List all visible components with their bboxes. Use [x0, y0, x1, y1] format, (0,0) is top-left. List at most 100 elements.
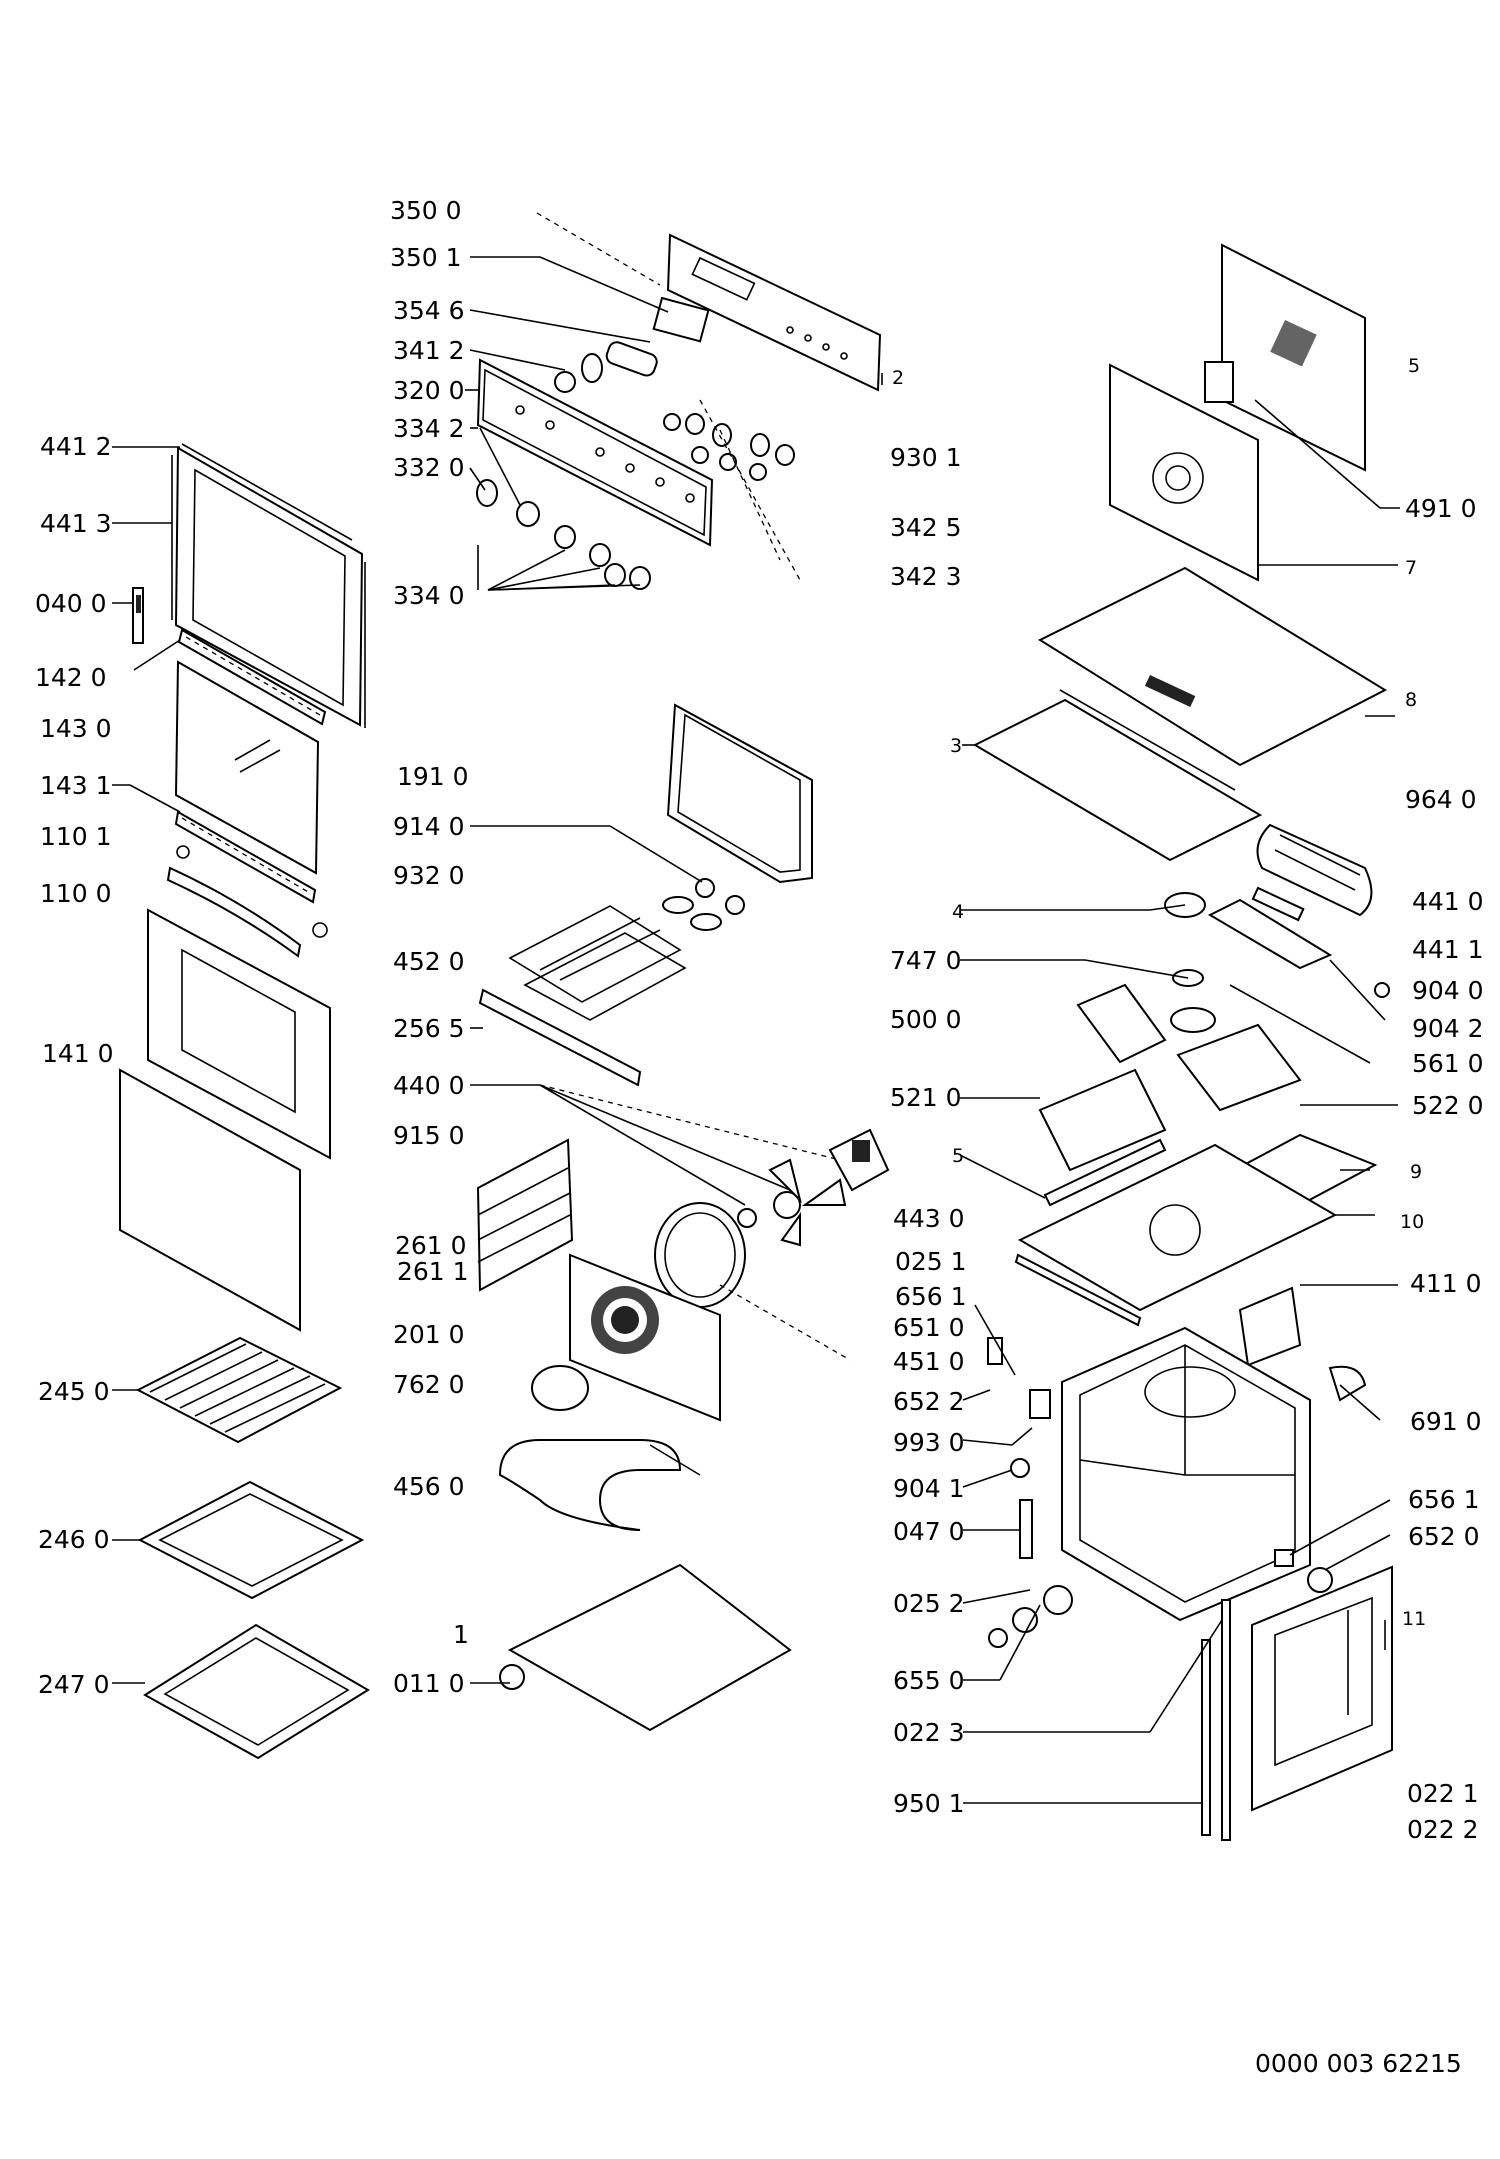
label-10: 10 [1400, 1211, 1424, 1233]
label-651-0: 651 0 [893, 1313, 965, 1342]
label-342-3: 342 3 [890, 562, 962, 591]
knob-springs [554, 353, 795, 481]
label-143-1: 143 1 [40, 771, 112, 800]
bracket-441-1 [1207, 898, 1333, 970]
label-441-3: 441 3 [40, 509, 112, 538]
label-655-0: 655 0 [893, 1666, 965, 1695]
cable-tray [1038, 1068, 1167, 1172]
leader-lines [112, 212, 1400, 1804]
oven-interior-middle [476, 703, 890, 1732]
bottom-plate [507, 1563, 792, 1732]
side-door-frame [1251, 1565, 1393, 1812]
label-762-0: 762 0 [393, 1370, 465, 1399]
label-993-0: 993 0 [893, 1428, 965, 1457]
tangential-fan [1256, 823, 1373, 917]
label-930-1: 930 1 [890, 443, 962, 472]
label-256-5: 256 5 [393, 1014, 465, 1043]
label-022-1: 022 1 [1407, 1779, 1479, 1808]
label-201-0: 201 0 [393, 1320, 465, 1349]
label-191-0: 191 0 [397, 762, 469, 791]
door-assembly [119, 443, 370, 1760]
heating-element [498, 1439, 682, 1531]
label-950-1: 950 1 [893, 1789, 965, 1818]
label-500-0: 500 0 [890, 1005, 962, 1034]
lamp-cover [695, 878, 715, 898]
label-411-0: 411 0 [1410, 1269, 1482, 1298]
door-seal-gasket [666, 703, 813, 884]
label-915-0: 915 0 [393, 1121, 465, 1150]
rail-443 [1014, 1253, 1142, 1327]
fan-nut [737, 1208, 757, 1228]
oven-body-assembly [972, 243, 1393, 1841]
side-rail [478, 988, 642, 1087]
label-334-2: 334 2 [393, 414, 465, 443]
label-350-0: 350 0 [390, 196, 462, 225]
label-932-0: 932 0 [393, 861, 465, 890]
top-cover [1037, 566, 1388, 767]
switch-block [1076, 983, 1302, 1112]
label-342-5: 342 5 [890, 513, 962, 542]
label-247-0: 247 0 [38, 1670, 110, 1699]
label-9: 9 [1410, 1161, 1422, 1183]
label-441-2: 441 2 [40, 432, 112, 461]
label-4: 4 [952, 901, 964, 923]
label-521-0: 521 0 [890, 1083, 962, 1112]
lamp-socket-651 [987, 1337, 1003, 1365]
door-hinge [132, 587, 144, 644]
label-561-0: 561 0 [1412, 1049, 1484, 1078]
control-knobs [476, 479, 651, 590]
label-964-0: 964 0 [1405, 785, 1477, 814]
label-040-0: 040 0 [35, 589, 107, 618]
label-440-0: 440 0 [393, 1071, 465, 1100]
clip-656 [1274, 1549, 1294, 1567]
label-656-1: 656 1 [895, 1282, 967, 1311]
label-245-0: 245 0 [38, 1377, 110, 1406]
ring-500 [1170, 1007, 1216, 1033]
lamp-bulb [725, 895, 745, 915]
label-022-3: 022 3 [893, 1718, 965, 1747]
label-5-mid: 5 [952, 1145, 964, 1167]
label-110-0: 110 0 [40, 879, 112, 908]
label-2: 2 [892, 367, 904, 389]
side-strip-022 [1221, 1599, 1231, 1841]
label-022-2: 022 2 [1407, 1815, 1479, 1844]
label-025-2: 025 2 [893, 1589, 965, 1618]
label-332-0: 332 0 [393, 453, 465, 482]
label-914-0: 914 0 [393, 812, 465, 841]
sensor-904-0 [1374, 982, 1390, 998]
label-904-1: 904 1 [893, 1474, 965, 1503]
control-panel-assembly [476, 233, 882, 591]
outer-door-panel [119, 1068, 301, 1332]
label-3: 3 [950, 735, 962, 757]
label-652-2: 652 2 [893, 1387, 965, 1416]
label-452-0: 452 0 [393, 947, 465, 976]
lamp-glass-451 [1029, 1389, 1051, 1419]
label-443-0: 443 0 [893, 1204, 965, 1233]
clip-652 [1307, 1567, 1333, 1593]
bracket-441-0 [1251, 886, 1305, 922]
label-904-0: 904 0 [1412, 976, 1484, 1005]
fan-gasket-disc [531, 1365, 589, 1411]
hinge-strip-047 [1019, 1499, 1033, 1559]
label-5-top: 5 [1408, 355, 1420, 377]
label-110-1: 110 1 [40, 822, 112, 851]
label-8: 8 [1405, 689, 1417, 711]
door-outer-frame [174, 446, 364, 727]
side-ladders [476, 1138, 574, 1292]
timer-module [652, 296, 710, 343]
label-142-0: 142 0 [35, 663, 107, 692]
label-1: 1 [453, 1620, 469, 1649]
label-652-0: 652 0 [1408, 1522, 1480, 1551]
front-control-panel [476, 358, 714, 547]
shelf-support [508, 905, 687, 1021]
label-441-0: 441 0 [1412, 887, 1484, 916]
lamp-holder [1328, 1365, 1367, 1402]
transformer-box [1238, 1286, 1302, 1367]
display-bezel [605, 341, 658, 377]
label-047-0: 047 0 [893, 1517, 965, 1546]
label-354-6: 354 6 [393, 296, 465, 325]
label-246-0: 246 0 [38, 1525, 110, 1554]
part-labels: 350 0 350 1 354 6 341 2 320 0 334 2 332 … [35, 196, 1484, 2078]
label-441-1: 441 1 [1412, 935, 1484, 964]
